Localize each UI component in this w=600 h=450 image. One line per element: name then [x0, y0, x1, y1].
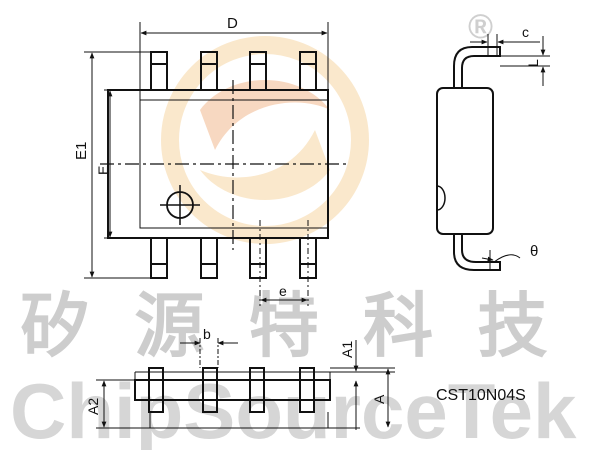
side-view: [120, 367, 360, 429]
end-view: [436, 46, 501, 271]
side-leads: [148, 367, 315, 413]
label-c: c: [522, 24, 529, 40]
end-lead-upper: [453, 46, 501, 88]
dimension-c: c: [470, 24, 540, 56]
dimension-E1: E1: [73, 51, 151, 279]
dimension-A: A: [330, 367, 395, 428]
label-b: b: [203, 326, 211, 342]
end-lead-lower: [453, 234, 501, 271]
label-A2: A2: [85, 398, 101, 415]
dimension-A2: A2: [85, 379, 135, 429]
dimension-A1: A1: [330, 340, 395, 430]
label-e: e: [279, 283, 287, 299]
end-body: [436, 87, 494, 235]
label-E: E: [95, 166, 111, 175]
top-leads: [150, 51, 317, 91]
pin1-marker: [160, 185, 200, 225]
side-body: [134, 379, 331, 401]
dimension-e: e: [260, 283, 308, 303]
label-D: D: [227, 15, 238, 32]
dimension-b: b: [180, 326, 238, 368]
top-view: [100, 51, 350, 306]
dimension-D: D: [139, 15, 329, 100]
label-A1: A1: [339, 341, 355, 358]
registered-mark: ®: [468, 8, 493, 46]
dimension-theta: θ: [481, 243, 538, 270]
label-theta: θ: [530, 243, 538, 260]
bottom-leads: [150, 237, 317, 279]
dimension-E: E: [95, 89, 113, 239]
label-E1: E1: [73, 142, 90, 160]
label-L: L: [525, 59, 541, 67]
part-number: CST10N04S: [436, 387, 526, 404]
dimension-L: L: [500, 36, 550, 86]
label-A: A: [371, 394, 387, 404]
watermark-chinese-text: 矽 源 特 科 技: [20, 284, 557, 367]
